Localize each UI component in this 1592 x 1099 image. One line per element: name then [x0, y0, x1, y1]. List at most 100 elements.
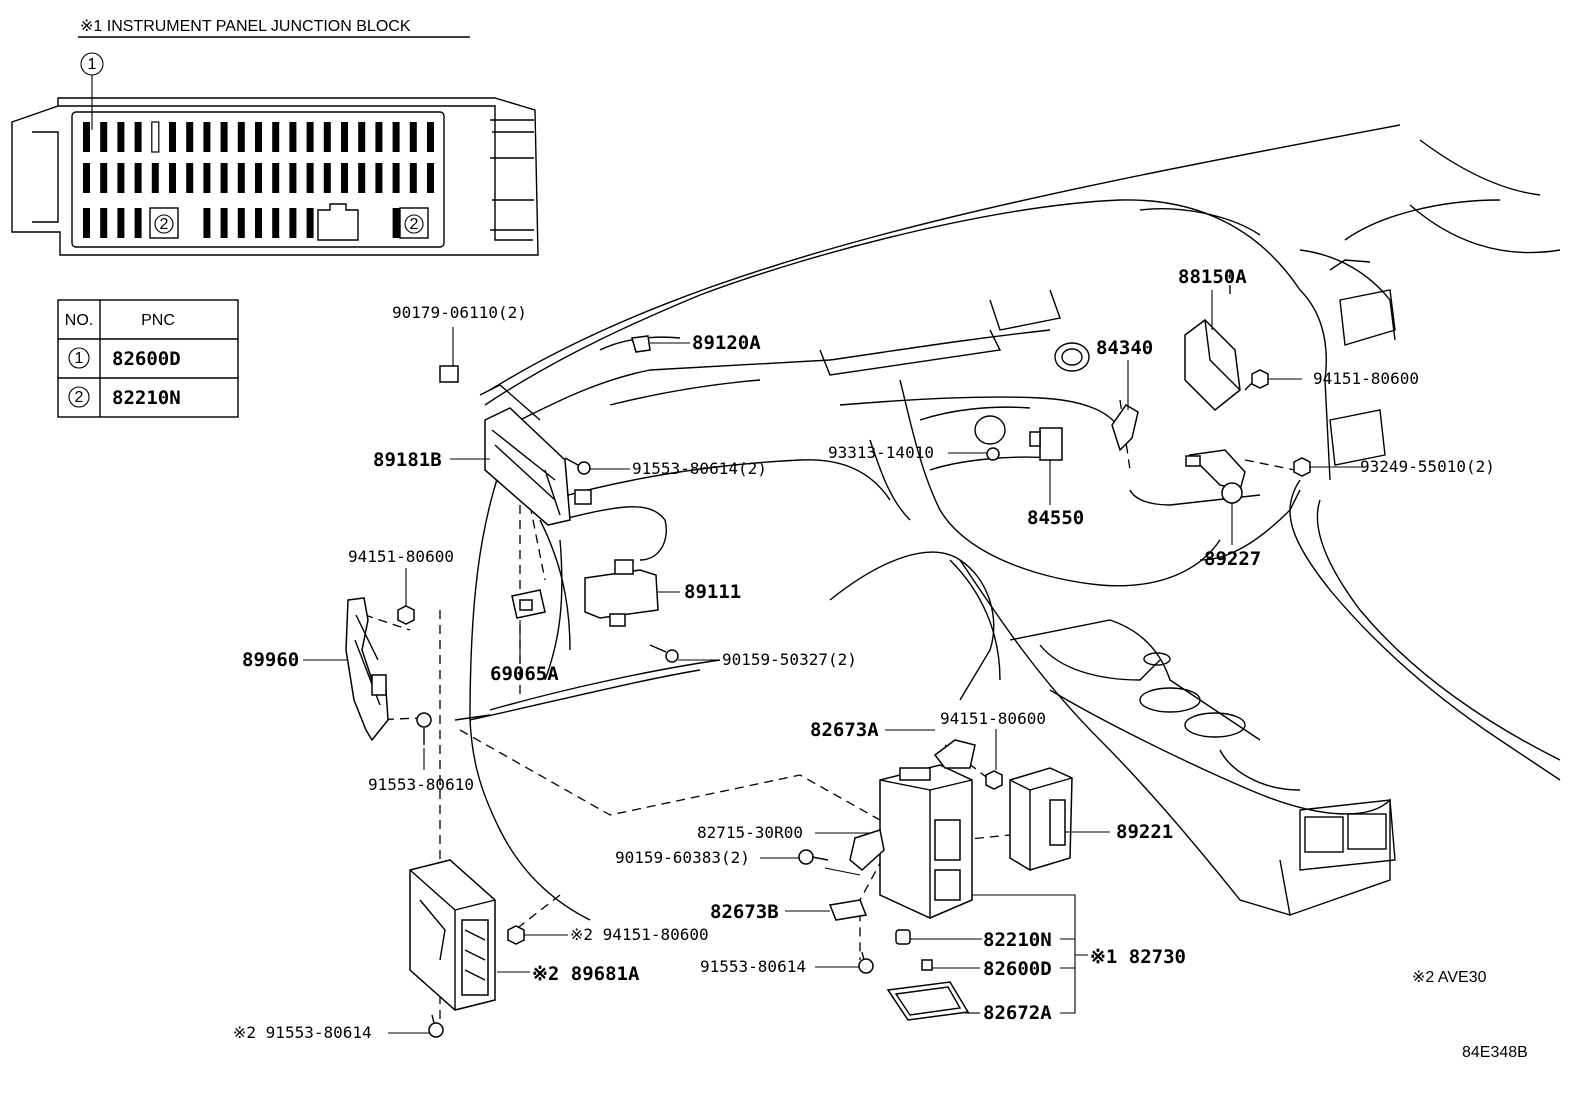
fuse-slot	[341, 122, 348, 152]
callout-2-left	[154, 214, 174, 234]
fuse-slot	[83, 163, 90, 193]
clip-82210N	[895, 929, 911, 945]
fuse-slot	[255, 122, 262, 152]
fuse-slot	[186, 163, 194, 193]
bolt-90159-50327	[649, 644, 679, 663]
pnc-row-1-no: 1	[75, 350, 84, 367]
label-x2-94151-80600: ※2 94151-80600	[570, 925, 709, 944]
label-82672A: 82672A	[983, 1002, 1052, 1024]
part-84550	[1029, 427, 1063, 461]
label-x2-89681A: ※2 89681A	[532, 963, 640, 985]
label-x2-91553-80614: ※2 91553-80614	[233, 1023, 372, 1042]
label-82210N: 82210N	[983, 929, 1052, 951]
fuse-slot	[255, 163, 262, 193]
fuse-slot	[220, 122, 228, 152]
label-91553-80614-2: 91553-80614(2)	[632, 459, 767, 478]
label-93313-14010: 93313-14010	[828, 443, 934, 462]
callout-2-right-text: 2	[410, 216, 419, 233]
fuse-slot	[203, 208, 211, 238]
nut-94151-80600-left	[397, 605, 415, 625]
pnc-table-col-pnc: PNC	[141, 312, 175, 329]
part-82715	[824, 829, 885, 876]
callout-2-right	[404, 214, 424, 234]
label-94151-80600-mid: 94151-80600	[940, 709, 1046, 728]
fuse-slot	[237, 122, 245, 152]
bolt-91553-80610	[416, 712, 432, 745]
callout-1-text: 1	[88, 56, 97, 73]
fuse-slot-empty	[151, 121, 160, 153]
part-84340	[1111, 404, 1139, 452]
fuse-slot	[186, 122, 194, 152]
nut-94151-80600-right	[1251, 369, 1269, 389]
fuse-slot	[100, 208, 108, 238]
label-82600D: 82600D	[983, 958, 1052, 980]
fuse-slot	[255, 208, 262, 238]
callout-2-left-text: 2	[160, 216, 169, 233]
fuse-slot	[134, 208, 142, 238]
label-82673A: 82673A	[810, 719, 879, 741]
fuse-slot	[392, 163, 400, 193]
fuse-slot	[272, 163, 280, 193]
bolt-93313-14010	[986, 447, 1000, 461]
fuse-slot	[237, 208, 245, 238]
pnc-row-2-no: 2	[75, 389, 84, 406]
part-88150A	[1184, 319, 1241, 412]
label-x1-82730: ※1 82730	[1090, 946, 1186, 968]
fuse-slot	[409, 122, 417, 152]
diagram-code: 84E348B	[1462, 1044, 1528, 1061]
fuse-slot	[427, 163, 434, 193]
fuse-slot	[272, 208, 280, 238]
fuse-slot	[392, 122, 400, 152]
fuse-slot	[237, 163, 245, 193]
fuse-slot	[83, 122, 90, 152]
label-89227: 89227	[1204, 548, 1261, 570]
pnc-table-col-no: NO.	[65, 312, 93, 329]
fuse-slot	[375, 122, 383, 152]
fuse-slot	[358, 163, 366, 193]
fuse-slot	[220, 208, 228, 238]
part-82673A	[933, 739, 976, 769]
bolt-93249-55010	[1293, 457, 1311, 477]
part-labels: 90179-06110(2) 89120A 88150A 84340 94151…	[233, 266, 1528, 1061]
label-90179-06110: 90179-06110(2)	[392, 303, 527, 322]
fuse-slot	[117, 208, 125, 238]
label-leaders	[303, 290, 1365, 1034]
label-89960: 89960	[242, 649, 299, 671]
fuse-slot	[341, 163, 348, 193]
label-69065A: 69065A	[490, 663, 559, 685]
fuse-slot	[306, 122, 314, 152]
label-94151-80600-left: 94151-80600	[348, 547, 454, 566]
label-89120A: 89120A	[692, 332, 761, 354]
part-89960	[345, 597, 389, 742]
label-90159-60383: 90159-60383(2)	[615, 848, 750, 867]
label-89221: 89221	[1116, 821, 1173, 843]
fuse-slot	[83, 208, 90, 238]
label-93249-55010: 93249-55010(2)	[1360, 457, 1495, 476]
clip-82600D	[921, 959, 933, 971]
nut-94151-80600-mid	[985, 770, 1003, 790]
junction-block-title: ※1 INSTRUMENT PANEL JUNCTION BLOCK	[80, 18, 411, 35]
part-89111	[584, 559, 659, 627]
fuse-grid	[83, 121, 434, 238]
fuse-slot	[289, 208, 297, 238]
fuse-slot	[358, 122, 366, 152]
fuse-slot	[134, 122, 142, 152]
fuse-slot	[375, 163, 383, 193]
fuse-slot	[306, 163, 314, 193]
part-89681A	[409, 859, 496, 1011]
pnc-row-2-pnc: 82210N	[112, 387, 181, 409]
fuse-slot	[272, 122, 280, 152]
fuse-slot	[289, 163, 297, 193]
part-82730-box	[879, 764, 973, 919]
fuse-slot	[151, 163, 159, 193]
fuse-slot	[427, 122, 434, 152]
bolt-90159-60383	[798, 849, 829, 865]
fasteners	[397, 369, 1311, 1038]
pnc-table: NO. PNC 1 82600D 2 82210N	[57, 299, 239, 418]
fuse-slot	[117, 163, 125, 193]
fuse-slot	[409, 163, 417, 193]
fuse-slot	[100, 122, 108, 152]
fuse-slot	[323, 122, 331, 152]
label-89111: 89111	[684, 581, 741, 603]
label-91553-80610: 91553-80610	[368, 775, 474, 794]
